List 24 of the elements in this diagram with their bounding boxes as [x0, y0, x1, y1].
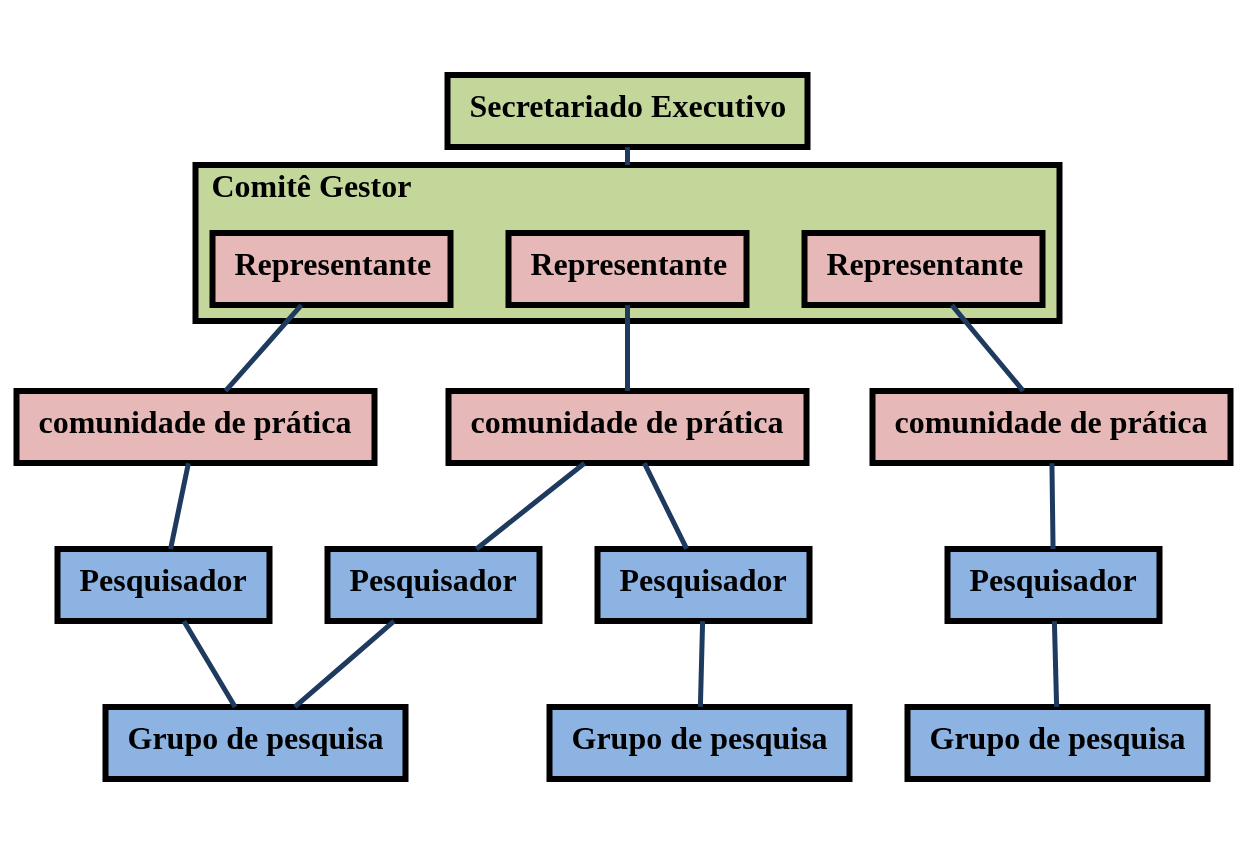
node-box: Secretariado Executivo [444, 72, 811, 150]
connector [168, 462, 191, 550]
node-box: Grupo de pesquisa [102, 704, 409, 782]
node-box: Representante [505, 230, 750, 308]
node-box: Pesquisador [594, 546, 813, 624]
connector [181, 619, 238, 709]
node-box: comunidade de prática [869, 388, 1234, 466]
node-box: comunidade de prática [13, 388, 378, 466]
connector [625, 147, 630, 165]
node-box: comunidade de prática [445, 388, 810, 466]
node-box: Pesquisador [944, 546, 1163, 624]
connector [642, 462, 689, 551]
connector [625, 305, 630, 391]
node-box: Grupo de pesquisa [546, 704, 853, 782]
connector [697, 621, 706, 707]
connector [1049, 463, 1056, 549]
node-box: Representante [801, 230, 1046, 308]
node-box: Grupo de pesquisa [904, 704, 1211, 782]
node-box: Pesquisador [324, 546, 543, 624]
connector [293, 619, 396, 709]
node-box: Representante [209, 230, 454, 308]
connector [1051, 621, 1060, 707]
connector [474, 461, 586, 551]
node-box: Pesquisador [54, 546, 273, 624]
